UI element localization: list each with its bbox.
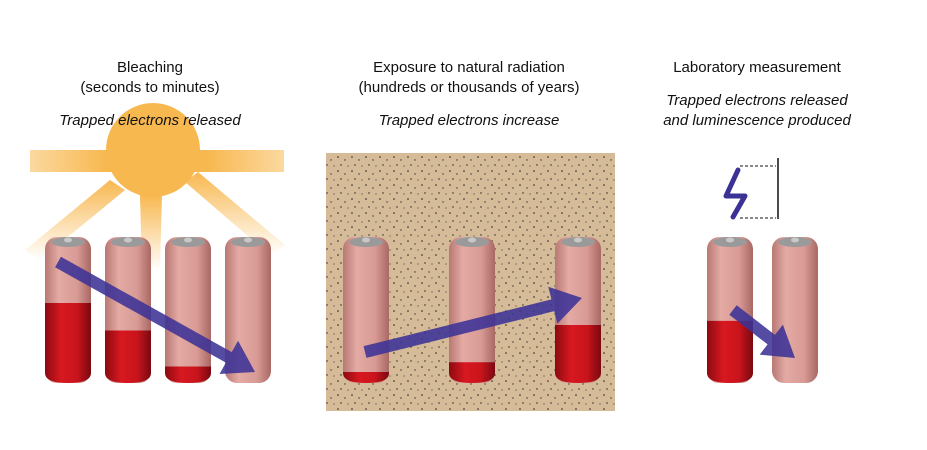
arrow-icon	[363, 286, 582, 358]
battery	[105, 237, 151, 383]
panel-subtitle: (hundreds or thousands of years)	[358, 79, 580, 96]
panel-title: Laboratory measurement	[673, 59, 841, 76]
battery-charge	[449, 362, 495, 383]
panel-title: Bleaching	[117, 59, 183, 76]
battery-charge	[105, 330, 151, 383]
arrow-icon	[729, 305, 795, 358]
panel-note: and luminescence produced	[663, 112, 851, 129]
panel-title: Exposure to natural radiation	[373, 59, 565, 76]
arrow-icon	[55, 256, 255, 374]
panel-subtitle: (seconds to minutes)	[80, 79, 220, 96]
battery	[555, 237, 601, 383]
battery-charge	[343, 371, 389, 383]
battery-charge	[555, 325, 601, 383]
battery	[343, 237, 389, 383]
panel-exposure-caption: Exposure to natural radiation (hundreds …	[319, 58, 619, 131]
battery-charge	[707, 320, 753, 383]
lightning-icon	[723, 167, 748, 220]
battery	[449, 237, 495, 383]
panel-note: Trapped electrons increase	[378, 112, 560, 129]
battery-charge	[45, 302, 91, 383]
battery-charge	[165, 366, 211, 383]
panel-note: Trapped electrons released	[59, 112, 241, 129]
luminescence-scale-icon	[740, 158, 779, 219]
panel-bleaching-caption: Bleaching (seconds to minutes) Trapped e…	[0, 58, 300, 131]
battery	[707, 237, 753, 383]
battery	[165, 237, 211, 383]
panel-laboratory-caption: Laboratory measurement Trapped electrons…	[607, 58, 907, 131]
battery	[772, 237, 818, 383]
battery	[45, 237, 91, 383]
panel-note: Trapped electrons released	[666, 92, 848, 109]
